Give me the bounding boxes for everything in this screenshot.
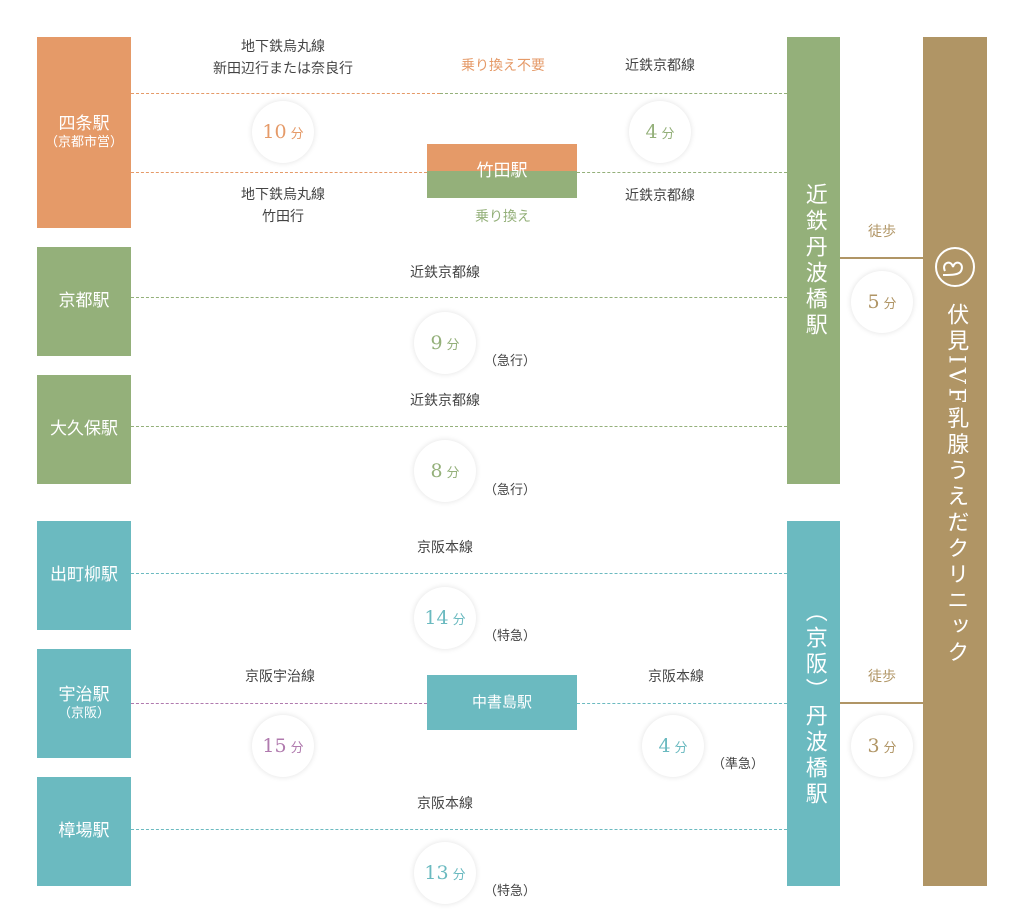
- station-kintetsu-tambabashi: 近鉄丹波橋駅: [787, 37, 840, 484]
- line-kobata: [131, 829, 787, 830]
- station-sub: （京阪）: [57, 706, 110, 722]
- station-name: 出町柳駅: [50, 565, 118, 586]
- note-ltd-express: （特急）: [484, 629, 537, 644]
- label-uji-line: 京阪宇治線: [245, 669, 315, 685]
- line-subway-takeda: [131, 172, 427, 173]
- station-kobata: 樟場駅: [37, 777, 131, 886]
- station-nakashojima: 中書島駅: [427, 675, 577, 730]
- label-walk: 徒歩: [868, 224, 896, 240]
- station-name: 四条駅: [58, 114, 110, 134]
- walk-line-keihan: [840, 702, 923, 704]
- station-okubo: 大久保駅: [37, 375, 131, 484]
- label-subway-line: 地下鉄烏丸線新田辺行または奈良行: [213, 39, 353, 78]
- label-kintetsu-line: 近鉄京都線: [625, 188, 695, 204]
- clinic-name: 伏見IVF乳腺うえだクリニック: [943, 303, 969, 667]
- label-keihan-line: 京阪本線: [417, 540, 473, 556]
- station-name: （京阪）丹波橋駅: [801, 599, 827, 808]
- note-express: （急行）: [484, 354, 537, 369]
- station-uji: 宇治駅（京阪）: [37, 649, 131, 758]
- line-demachi: [131, 573, 787, 574]
- note-semi-express: （準急）: [712, 757, 765, 772]
- label-walk: 徒歩: [868, 669, 896, 685]
- station-keihan-tambabashi: （京阪）丹波橋駅: [787, 521, 840, 886]
- note-express: （急行）: [484, 483, 537, 498]
- line-kintetsu-takeda: [577, 172, 787, 173]
- line-okubo: [131, 426, 787, 427]
- label-kintetsu-line: 近鉄京都線: [625, 58, 695, 74]
- station-name: 近鉄丹波橋駅: [801, 182, 827, 339]
- label-subway-takeda: 地下鉄烏丸線竹田行: [241, 187, 325, 226]
- line-nakashojima: [577, 703, 787, 704]
- station-shijo: 四条駅（京都市営）: [37, 37, 131, 228]
- station-name: 宇治駅: [58, 685, 110, 705]
- station-demachiyanagi: 出町柳駅: [37, 521, 131, 630]
- station-name: 中書島駅: [471, 692, 532, 711]
- station-name: 京都駅: [58, 291, 110, 312]
- line-subway-direct-orange: [131, 93, 440, 94]
- station-sub: （京都市営）: [44, 135, 123, 151]
- station-name: 竹田駅: [476, 160, 528, 181]
- line-subway-direct-green: [440, 93, 787, 94]
- label-keihan-line: 京阪本線: [417, 796, 473, 812]
- walk-line-kintetsu: [840, 257, 923, 259]
- station-name: 樟場駅: [58, 821, 110, 842]
- line-uji: [131, 703, 427, 704]
- label-no-transfer: 乗り換え不要: [461, 58, 545, 74]
- station-kyoto: 京都駅: [37, 247, 131, 356]
- clinic-logo-icon: [935, 247, 975, 287]
- station-takeda: 竹田駅: [427, 144, 577, 198]
- station-name: 大久保駅: [50, 419, 118, 440]
- label-kintetsu-line: 近鉄京都線: [410, 265, 480, 281]
- label-keihan-line: 京阪本線: [648, 669, 704, 685]
- note-ltd-express: （特急）: [484, 884, 537, 899]
- line-kyoto: [131, 297, 787, 298]
- label-transfer: 乗り換え: [475, 209, 531, 225]
- label-kintetsu-line: 近鉄京都線: [410, 393, 480, 409]
- clinic: 伏見IVF乳腺うえだクリニック: [923, 37, 987, 886]
